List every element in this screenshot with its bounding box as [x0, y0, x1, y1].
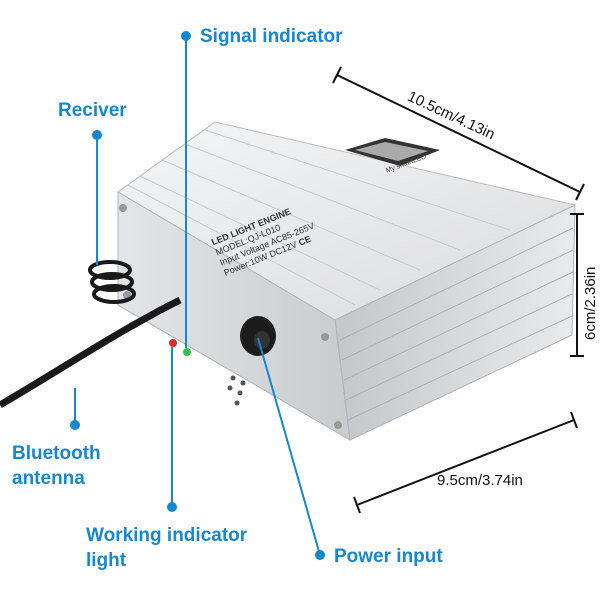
signal-indicator-label: Signal indicator: [200, 26, 343, 47]
screw-icon: [321, 333, 329, 341]
dimension-lines: [332, 66, 585, 514]
working-indicator-label: Working indicator light: [86, 523, 247, 573]
receiver-label: Reciver: [58, 100, 127, 121]
qr-code-icon: [345, 138, 440, 166]
callout-lines: [70, 31, 325, 560]
receiver-coil-icon: [88, 260, 136, 304]
screw-icon: [123, 291, 131, 299]
red-led-icon: [169, 339, 177, 347]
bluetooth-antenna-label-line1: Bluetooth: [12, 443, 101, 464]
working-indicator-label-line2: light: [86, 550, 127, 571]
heatsink-ribs: [127, 129, 511, 306]
screw-icon: [119, 204, 127, 212]
speaker-holes-icon: [227, 375, 246, 406]
width-dimension: 9.5cm/3.74in: [437, 472, 523, 489]
bluetooth-antenna-label-line2: antenna: [12, 468, 85, 489]
screw-icon: [334, 421, 342, 429]
side-ribs: [339, 227, 574, 421]
device-front-face: [117, 191, 351, 441]
green-led-icon: [183, 348, 191, 356]
power-input-label: Power input: [334, 546, 443, 567]
bluetooth-antenna-label: Bluetooth antenna: [12, 441, 101, 491]
height-dimension: 6cm/2.36in: [582, 266, 599, 340]
working-indicator-label-line1: Working indicator: [86, 525, 248, 546]
antenna-cable: [0, 296, 182, 409]
